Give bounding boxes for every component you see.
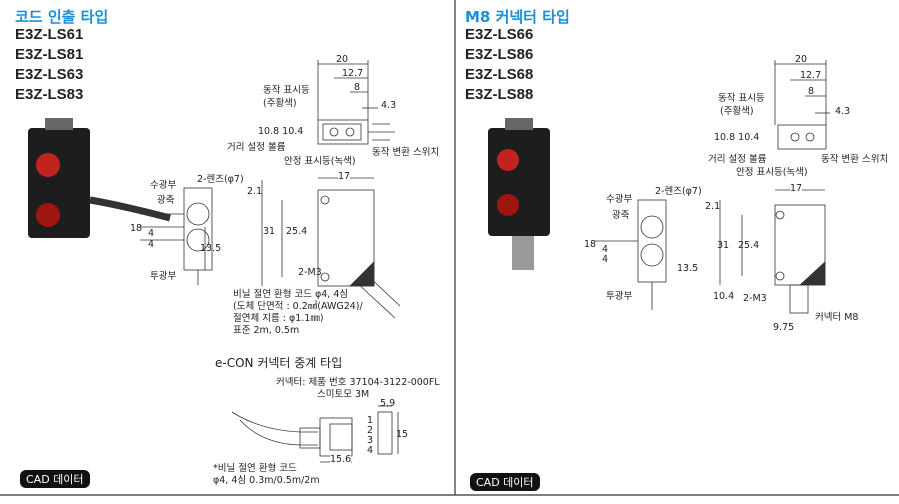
front-view-right xyxy=(595,199,667,310)
front-view-left xyxy=(140,187,213,285)
label: 수광부 xyxy=(150,180,177,191)
dim: 20 xyxy=(336,54,349,65)
side-view-right xyxy=(719,189,826,314)
cable-spec: (도체 단면적 : 0.2㎟(AWG24)/ xyxy=(233,301,363,312)
dim: 12.7 xyxy=(342,68,364,79)
dim: 18 xyxy=(130,223,143,234)
dim: 13.5 xyxy=(677,263,699,274)
label: 거리 설정 볼륨 xyxy=(227,142,286,153)
left-model-2: E3Z-LS81 xyxy=(15,46,84,63)
label: *비닐 절연 환형 코드 xyxy=(213,463,297,474)
right-model-2: E3Z-LS86 xyxy=(465,46,534,63)
pin: 4 xyxy=(367,445,374,456)
dim: 31 xyxy=(263,226,276,237)
label: (주황색) xyxy=(263,98,297,109)
label: 수광부 xyxy=(606,194,633,205)
dim: 20 xyxy=(795,54,808,65)
label: 커넥터 M8 xyxy=(815,312,859,323)
right-model-4: E3Z-LS88 xyxy=(465,86,534,103)
label: 광축 xyxy=(612,210,630,221)
pin: 2 xyxy=(367,425,374,436)
econ-connector-drawing xyxy=(231,405,399,463)
dim: 13.5 xyxy=(200,243,222,254)
dim: 4 xyxy=(148,228,155,239)
dim: 10.4 xyxy=(713,291,735,302)
pin: 3 xyxy=(367,435,374,446)
cable-spec: 표준 2m, 0.5m xyxy=(233,325,300,336)
dim: 17 xyxy=(790,183,803,195)
dim: 17 xyxy=(338,171,351,183)
top-view-left xyxy=(317,60,395,145)
label: 동작 표시등 xyxy=(718,93,765,104)
left-model-3: E3Z-LS63 xyxy=(15,66,84,83)
label: 안정 표시등(녹색) xyxy=(284,156,356,167)
label: 투광부 xyxy=(150,271,177,282)
label: 2-M3 xyxy=(743,293,767,304)
cable-spec: 절연체 지름 : φ1.1㎜) xyxy=(233,313,324,324)
label: 동작 표시등 xyxy=(263,85,310,96)
label: 2-렌즈(φ7) xyxy=(197,174,244,185)
pin: 1 xyxy=(367,415,374,426)
dim: 25.4 xyxy=(286,226,308,237)
dim: 10.8 10.4 xyxy=(258,126,304,137)
cad-data-button-left[interactable]: CAD 데이터 xyxy=(20,470,90,488)
label: φ4, 4심 0.3m/0.5m/2m xyxy=(213,475,320,486)
left-model-1: E3Z-LS61 xyxy=(15,26,84,43)
label: (주황색) xyxy=(720,106,754,117)
dim: 15 xyxy=(396,429,409,440)
dim: 4 xyxy=(148,239,155,250)
label: 2-M3 xyxy=(298,267,322,278)
left-model-4: E3Z-LS83 xyxy=(15,86,84,103)
label: 동작 변환 스위치 xyxy=(372,147,440,158)
dim: 12.7 xyxy=(800,70,822,81)
dim: 10.8 10.4 xyxy=(714,132,760,143)
left-title: 코드 인출 타입 xyxy=(15,8,109,26)
label: 광축 xyxy=(157,195,175,206)
dim: 8 xyxy=(808,86,815,97)
right-model-3: E3Z-LS68 xyxy=(465,66,534,83)
cad-data-button-right[interactable]: CAD 데이터 xyxy=(470,473,540,491)
label: 동작 변환 스위치 xyxy=(821,154,889,165)
econ-title: e-CON 커넥터 중계 타입 xyxy=(215,356,343,370)
dim: 5.9 xyxy=(380,398,396,409)
cable-spec: 비닐 절연 환형 코드 φ4, 4심 xyxy=(233,289,349,300)
dim: 18 xyxy=(584,239,597,250)
label: 거리 설정 볼륨 xyxy=(708,154,767,165)
dim: 2.1 xyxy=(247,186,263,197)
top-view-right xyxy=(774,60,830,150)
side-view-left xyxy=(261,177,401,319)
label: 2-렌즈(φ7) xyxy=(655,186,702,197)
dim: 4.3 xyxy=(381,100,397,111)
right-title: M8 커넥터 타입 xyxy=(465,8,570,26)
label: 안정 표시등(녹색) xyxy=(736,167,808,178)
dim: 31 xyxy=(717,240,730,251)
dim: 25.4 xyxy=(738,240,760,251)
right-model-1: E3Z-LS66 xyxy=(465,26,534,43)
dim: 9.75 xyxy=(773,322,795,333)
sensor-photo-right xyxy=(488,118,550,270)
dim: 4.3 xyxy=(835,106,851,117)
label: 스미토모 3M xyxy=(317,389,370,400)
dim: 15.6 xyxy=(330,454,352,466)
dim: 2.1 xyxy=(705,201,721,212)
dim: 4 xyxy=(602,254,609,265)
label: 투광부 xyxy=(606,291,633,302)
sensor-photo-left xyxy=(28,118,171,238)
dim: 8 xyxy=(354,82,361,93)
dim: 4 xyxy=(602,244,609,255)
label: 커넥터: 제품 번호 37104-3122-000FL xyxy=(276,377,440,388)
